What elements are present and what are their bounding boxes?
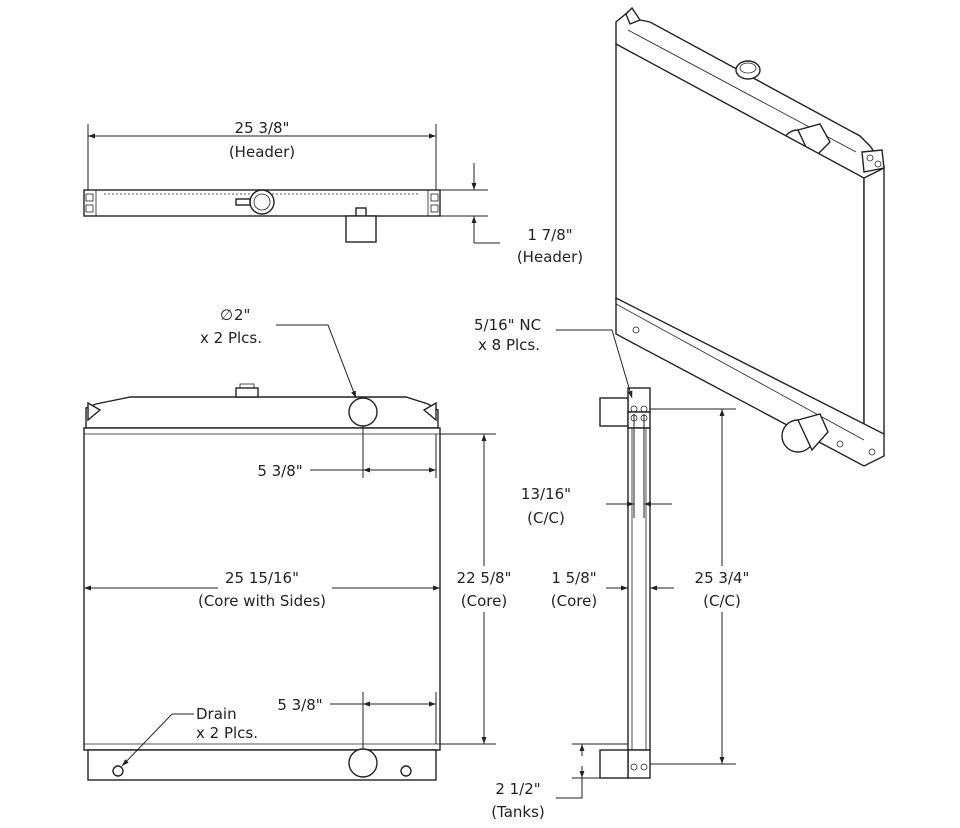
header-depth-value: 1 7/8" [527, 226, 572, 244]
inlet-side [599, 397, 629, 427]
side-view: 5/16" NC x 8 Plcs. 13/16" (C/C) 1 5/8" (… [474, 316, 749, 821]
front-view: ∅ 2" x 2 Plcs. 5 3/8" 25 15/16" (Core wi… [83, 306, 512, 781]
core-height-note: (Core) [461, 592, 507, 610]
bolt-spec: 5/16" NC [474, 316, 541, 334]
inlet-diameter-symbol: ∅ [220, 306, 233, 324]
header-depth-note: (Header) [517, 248, 583, 266]
outlet-side [599, 749, 629, 779]
drain-label: Drain [196, 705, 237, 723]
isometric-view [615, 6, 885, 467]
top-view: 25 3/8" (Header) 1 7/8" (Header) [83, 119, 583, 266]
mount-spacing-value: 25 3/4" [695, 569, 750, 587]
bottom-offset-value: 5 3/8" [277, 696, 322, 714]
tank-height-note: (Tanks) [491, 803, 545, 821]
top-tank-front [85, 396, 439, 429]
drain-plug-right [400, 765, 412, 777]
bolt-qty: x 8 Plcs. [478, 336, 540, 354]
header-width-note: (Header) [229, 143, 295, 161]
top-offset-value: 5 3/8" [257, 462, 302, 480]
drain-plug-left [112, 765, 124, 777]
core-with-sides-value: 25 15/16" [225, 569, 299, 587]
inlet-diameter-value: 2" [234, 306, 250, 324]
mount-spacing-note: (C/C) [703, 592, 741, 610]
core-with-sides-note: (Core with Sides) [198, 592, 326, 610]
core-depth-note: (Core) [551, 592, 597, 610]
outlet-pipe-top [345, 215, 377, 243]
side-spacing-value: 13/16" [521, 485, 571, 503]
core-depth-value: 1 5/8" [551, 569, 596, 587]
core-side [627, 427, 651, 751]
filler-cap-iso [735, 60, 761, 80]
side-spacing-note: (C/C) [527, 509, 565, 527]
core-front [83, 427, 441, 751]
outlet-front [348, 748, 378, 778]
bottom-tank-front [87, 749, 437, 781]
tank-height-value: 2 1/2" [495, 780, 540, 798]
bottom-tank-side [627, 749, 651, 779]
inlet-front [348, 397, 378, 427]
core-height-value: 22 5/8" [457, 569, 512, 587]
inlet-qty: x 2 Plcs. [200, 329, 262, 347]
header-width-value: 25 3/8" [235, 119, 290, 137]
drain-qty: x 2 Plcs. [196, 724, 258, 742]
